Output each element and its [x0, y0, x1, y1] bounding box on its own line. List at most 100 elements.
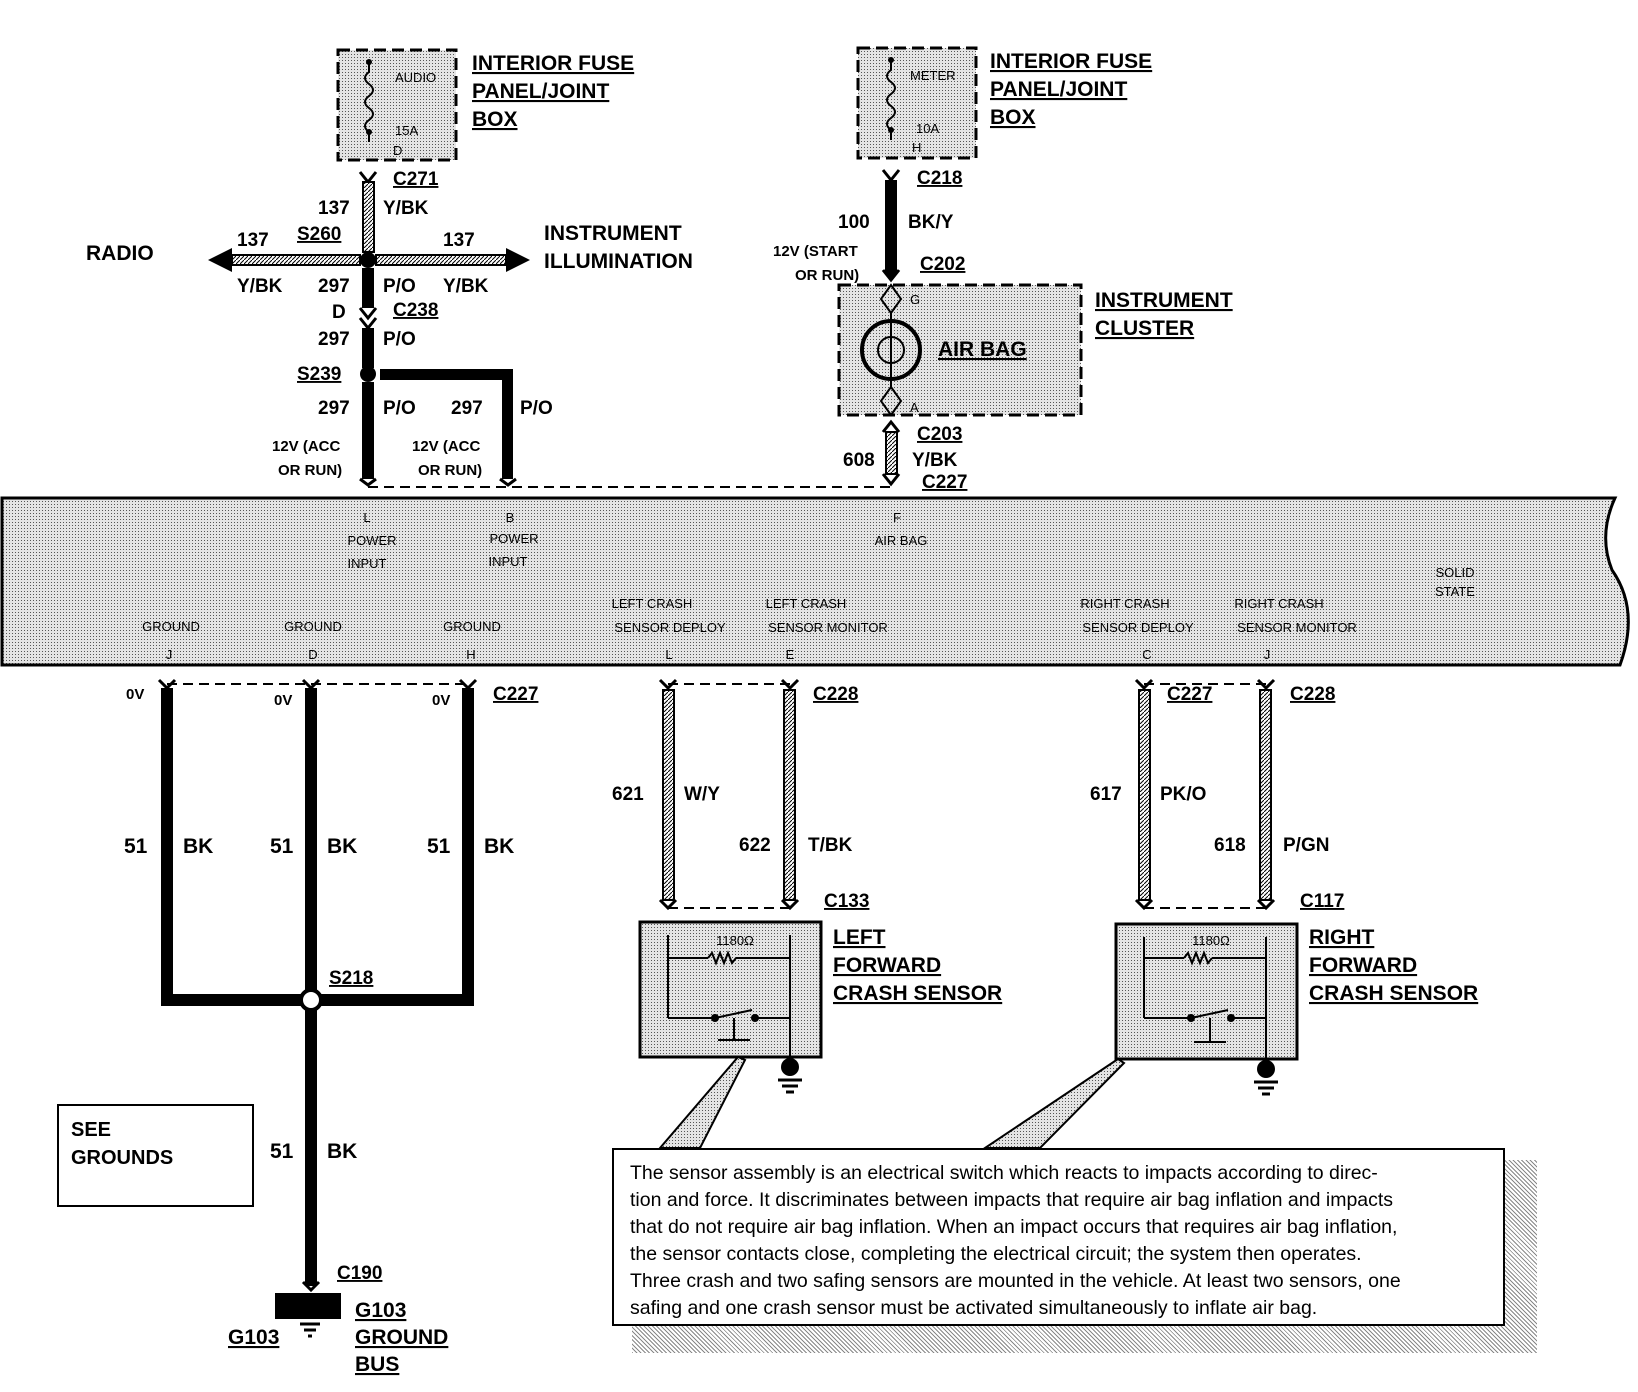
svg-text:BOX: BOX	[990, 106, 1036, 129]
svg-text:297: 297	[451, 398, 483, 419]
wire-137-feed	[358, 171, 378, 253]
see-grounds-box: SEE GROUNDS	[57, 1104, 254, 1207]
svg-text:G103: G103	[228, 1326, 279, 1349]
svg-text:0V: 0V	[432, 692, 450, 709]
module-solid-state: SOLID STATE	[1435, 565, 1475, 599]
svg-text:L: L	[665, 647, 672, 662]
svg-text:H: H	[912, 140, 921, 155]
svg-text:C238: C238	[393, 300, 438, 321]
svg-text:51: 51	[270, 1140, 294, 1163]
see-grounds-line: SEE	[71, 1119, 112, 1141]
svg-text:LEFT CRASH: LEFT CRASH	[612, 596, 693, 611]
svg-text:G: G	[910, 292, 920, 307]
svg-text:J: J	[166, 647, 173, 662]
note-line: the sensor contacts close, completing th…	[630, 1243, 1362, 1265]
svg-text:C227: C227	[493, 684, 538, 705]
left-fuse-title: INTERIOR FUSE PANEL/JOINT BOX	[472, 52, 634, 131]
svg-text:608: 608	[843, 450, 875, 471]
left-sensor-ground-icon	[778, 1058, 802, 1094]
svg-text:137: 137	[443, 230, 475, 251]
svg-text:0V: 0V	[126, 686, 144, 703]
svg-text:622: 622	[739, 835, 771, 856]
sensor-description-note: The sensor assembly is an electrical swi…	[612, 1148, 1505, 1326]
svg-text:12V (ACC: 12V (ACC	[272, 438, 341, 455]
svg-text:G103: G103	[355, 1299, 406, 1322]
svg-text:AIR BAG: AIR BAG	[875, 533, 928, 548]
svg-text:C190: C190	[337, 1263, 382, 1284]
svg-text:D: D	[393, 143, 402, 158]
svg-text:ILLUMINATION: ILLUMINATION	[544, 250, 693, 273]
svg-text:100: 100	[838, 212, 870, 233]
svg-text:BK: BK	[484, 835, 514, 858]
svg-text:P/O: P/O	[383, 398, 416, 419]
wire-608	[881, 419, 901, 487]
wire-137-radio	[208, 248, 361, 272]
note-line: tion and force. It discriminates between…	[630, 1189, 1394, 1211]
svg-text:D: D	[332, 302, 346, 323]
splice-s260	[360, 252, 376, 268]
svg-text:GROUND: GROUND	[284, 619, 342, 634]
svg-text:SOLID: SOLID	[1435, 565, 1474, 580]
svg-text:S260: S260	[297, 224, 341, 245]
svg-text:BK: BK	[183, 835, 213, 858]
connector-c227-top	[359, 477, 891, 488]
svg-text:INSTRUMENT: INSTRUMENT	[1095, 289, 1233, 312]
svg-text:137: 137	[318, 198, 350, 219]
svg-text:BUS: BUS	[355, 1353, 399, 1376]
svg-text:C227: C227	[922, 472, 967, 493]
svg-text:10A: 10A	[916, 121, 939, 136]
splice-s218	[299, 988, 323, 1012]
svg-text:OR RUN): OR RUN)	[795, 267, 859, 284]
module-pin-e-monitor: LEFT CRASH SENSOR MONITOR E	[766, 596, 888, 662]
svg-text:INPUT: INPUT	[489, 554, 528, 569]
note-line: safing and one crash sensor must be acti…	[630, 1297, 1318, 1319]
svg-text:RIGHT CRASH: RIGHT CRASH	[1080, 596, 1169, 611]
svg-text:C133: C133	[824, 891, 869, 912]
svg-text:CRASH SENSOR: CRASH SENSOR	[1309, 982, 1478, 1005]
svg-text:W/Y: W/Y	[684, 784, 720, 805]
svg-text:POWER: POWER	[347, 533, 396, 548]
svg-text:GROUND: GROUND	[355, 1326, 448, 1349]
svg-text:LEFT CRASH: LEFT CRASH	[766, 596, 847, 611]
svg-text:B: B	[506, 510, 515, 525]
module-pin-j-monitor: RIGHT CRASH SENSOR MONITOR J	[1234, 596, 1357, 662]
ground-wires-51	[157, 678, 478, 1286]
svg-text:C218: C218	[917, 168, 962, 189]
svg-text:P/O: P/O	[520, 398, 553, 419]
svg-text:297: 297	[318, 398, 350, 419]
module-pin-l-deploy: LEFT CRASH SENSOR DEPLOY L	[612, 596, 726, 662]
right-fuse-box: METER 10A H	[856, 46, 978, 160]
svg-text:C271: C271	[393, 169, 439, 190]
radio-label: RADIO	[86, 242, 154, 265]
svg-text:E: E	[786, 647, 795, 662]
svg-text:12V (START: 12V (START	[773, 243, 858, 260]
svg-text:P/O: P/O	[383, 276, 416, 297]
note-callout-pointers	[657, 1055, 1126, 1149]
wire-297-upper	[358, 268, 378, 368]
instrument-cluster: G A AIR BAG	[837, 283, 1083, 417]
svg-text:P/GN: P/GN	[1283, 835, 1329, 856]
svg-text:METER: METER	[910, 68, 956, 83]
note-line: that do not require air bag inflation. W…	[630, 1216, 1398, 1238]
svg-text:CRASH SENSOR: CRASH SENSOR	[833, 982, 1002, 1005]
svg-text:51: 51	[124, 835, 148, 858]
svg-text:FORWARD: FORWARD	[833, 954, 941, 977]
svg-text:297: 297	[318, 276, 350, 297]
svg-text:1180Ω: 1180Ω	[716, 933, 754, 948]
module-pin-b-top: B POWER INPUT	[489, 510, 539, 569]
svg-text:INTERIOR FUSE: INTERIOR FUSE	[472, 52, 634, 75]
fuse-symbol	[364, 62, 374, 142]
svg-text:S218: S218	[329, 968, 373, 989]
svg-text:AUDIO: AUDIO	[395, 70, 436, 85]
svg-text:BOX: BOX	[472, 108, 518, 131]
wires-left-crash-sensor	[658, 678, 800, 911]
svg-text:297: 297	[318, 329, 350, 350]
svg-text:C228: C228	[1290, 684, 1335, 705]
svg-text:FORWARD: FORWARD	[1309, 954, 1417, 977]
svg-text:RIGHT CRASH: RIGHT CRASH	[1234, 596, 1323, 611]
module-pin-l-top: L POWER INPUT	[347, 510, 396, 571]
svg-text:621: 621	[612, 784, 644, 805]
left-crash-sensor: 1180Ω	[638, 920, 823, 1059]
svg-text:Y/BK: Y/BK	[912, 450, 958, 471]
wire-137-illumination	[375, 248, 530, 272]
